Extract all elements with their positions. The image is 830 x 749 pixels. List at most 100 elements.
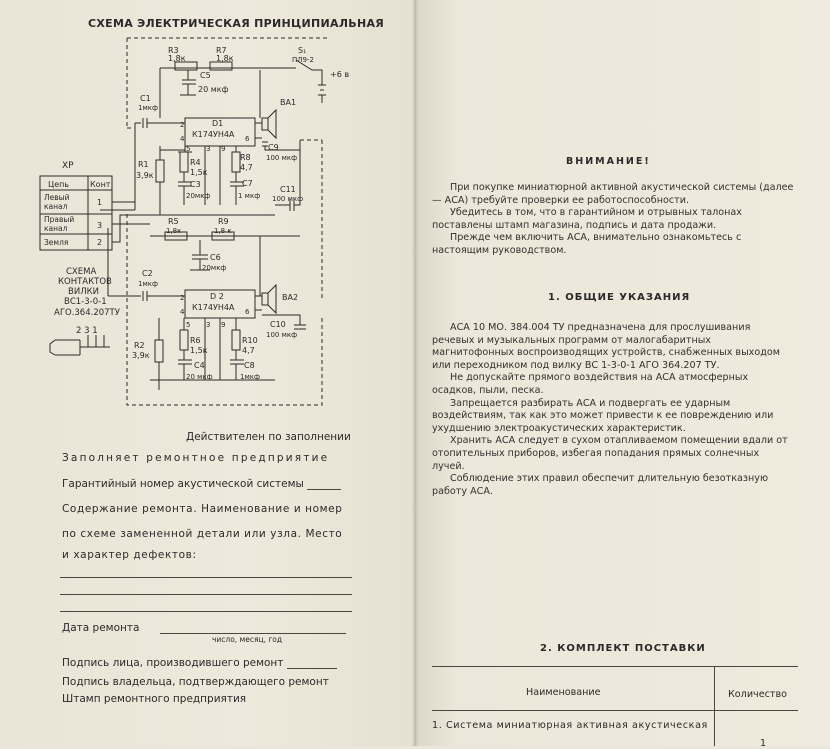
svg-text:1,8 к: 1,8 к — [214, 227, 232, 235]
row1-qty: 1 — [760, 738, 767, 749]
enclosure-top — [126, 37, 330, 129]
svg-text:К174УН4А: К174УН4А — [192, 130, 235, 139]
svg-text:1мкф: 1мкф — [240, 373, 260, 381]
svg-text:C9: C9 — [268, 143, 279, 152]
svg-text:20мкф: 20мкф — [202, 264, 226, 272]
svg-text:Цепь: Цепь — [48, 180, 69, 189]
svg-text:ПЛ9-2: ПЛ9-2 — [292, 56, 314, 64]
repair-date-field[interactable] — [160, 633, 346, 634]
r6-resistor — [179, 329, 189, 351]
guarantee-label: Гарантийный номер акустической системы — [62, 478, 342, 490]
svg-text:C11: C11 — [280, 185, 296, 194]
svg-text:Левый: Левый — [44, 193, 70, 202]
svg-text:C3: C3 — [190, 180, 201, 189]
c2-capacitor — [108, 291, 185, 301]
svg-text:BA1: BA1 — [280, 98, 296, 107]
svg-text:XP: XP — [62, 161, 74, 171]
battery — [318, 84, 326, 96]
svg-text:S₁: S₁ — [298, 46, 306, 55]
svg-text:1 мкф: 1 мкф — [238, 192, 260, 200]
svg-text:20 мкф: 20 мкф — [198, 85, 229, 94]
svg-text:ВС1-3-0-1: ВС1-3-0-1 — [64, 297, 107, 307]
r2-resistor — [154, 339, 164, 363]
defects-line-2[interactable] — [60, 594, 352, 595]
defects-line-1[interactable] — [60, 577, 352, 578]
svg-text:1,5к: 1,5к — [190, 346, 208, 355]
svg-text:АГО.364.207ТУ: АГО.364.207ТУ — [54, 308, 121, 318]
svg-text:R3: R3 — [168, 46, 179, 55]
r8-resistor — [231, 151, 241, 173]
svg-text:СХЕМА: СХЕМА — [66, 267, 96, 277]
svg-text:C5: C5 — [200, 71, 211, 80]
valid-note: Действителен по заполнении — [186, 431, 351, 443]
svg-text:1,8к: 1,8к — [216, 54, 234, 63]
svg-text:3,9к: 3,9к — [136, 171, 154, 180]
svg-text:R7: R7 — [216, 46, 227, 55]
guarantee-field[interactable] — [307, 489, 342, 490]
svg-text:R10: R10 — [242, 336, 258, 345]
svg-text:1,8к: 1,8к — [168, 54, 186, 63]
stamp-label: Штамп ремонтного предприятия — [62, 693, 247, 705]
svg-text:100 мкф: 100 мкф — [266, 331, 297, 339]
section1-p5: Соблюдение этих правил обеспечит длитель… — [432, 473, 769, 497]
r10-resistor — [231, 329, 241, 351]
svg-text:C10: C10 — [270, 320, 286, 329]
svg-text:1,8к: 1,8к — [166, 227, 181, 235]
section1-p2: Не допускайте прямого воздействия на АСА… — [432, 372, 749, 396]
schematic-title: СХЕМА ЭЛЕКТРИЧЕСКАЯ ПРИНЦИПИАЛЬНАЯ — [88, 17, 385, 30]
attention-text: При покупке миниатюрной активной акустич… — [432, 182, 794, 258]
svg-text:C2: C2 — [142, 269, 153, 278]
svg-text:4: 4 — [180, 308, 185, 316]
svg-text:К174УН4А: К174УН4А — [192, 303, 235, 312]
defects-line-3[interactable] — [60, 611, 352, 612]
svg-text:1мкф: 1мкф — [138, 280, 158, 288]
svg-text:C8: C8 — [244, 361, 255, 370]
section1-p4: Хранить АСА следует в сухом отапливаемом… — [432, 435, 788, 472]
scheme-label: по схеме замененной детали или узла. Мес… — [62, 528, 343, 540]
svg-text:2: 2 — [180, 121, 184, 129]
section1-p1: АСА 10 МО. 384.004 ТУ предназначена для … — [432, 322, 780, 371]
svg-text:D 2: D 2 — [210, 292, 224, 301]
svg-text:D1: D1 — [212, 119, 223, 128]
filler-heading: Заполняет ремонтное предприятие — [62, 452, 330, 464]
svg-text:КОНТАКТОВ: КОНТАКТОВ — [58, 277, 112, 287]
svg-text:1,5к: 1,5к — [190, 168, 208, 177]
table-top-rule — [432, 666, 798, 667]
svg-text:R9: R9 — [218, 217, 229, 226]
table-col-divider — [714, 666, 715, 746]
svg-text:5: 5 — [186, 321, 190, 329]
svg-text:C4: C4 — [194, 361, 205, 370]
circuit-diagram: R3 1,8к R7 1,8к S₁ ПЛ9-2 +6 в C5 20 мкф … — [39, 37, 349, 406]
svg-text:R5: R5 — [168, 217, 179, 226]
svg-text:5: 5 — [186, 145, 190, 153]
repair-date-label: Дата ремонта — [62, 622, 140, 634]
svg-text:6: 6 — [245, 308, 250, 316]
svg-text:6: 6 — [245, 135, 250, 143]
svg-text:2: 2 — [97, 238, 102, 247]
svg-text:100 мкф: 100 мкф — [272, 195, 303, 203]
c1-capacitor — [135, 118, 185, 128]
svg-text:2: 2 — [180, 294, 184, 302]
section1-p3: Запрещается разбирать АСА и подвергать е… — [432, 397, 774, 434]
svg-text:канал: канал — [44, 224, 68, 233]
svg-text:4,7: 4,7 — [242, 346, 255, 355]
r1-resistor — [155, 159, 165, 183]
sign-owner: Подпись владельца, подтверждающего ремон… — [62, 676, 329, 688]
svg-text:Правый: Правый — [44, 215, 74, 224]
row1-name: 1. Система миниатюрная активная акустиче… — [432, 720, 708, 731]
svg-text:1: 1 — [97, 198, 102, 207]
svg-text:R6: R6 — [190, 336, 201, 345]
svg-text:BA2: BA2 — [282, 293, 298, 302]
xp-table — [39, 175, 113, 251]
defects-label: и характер дефектов: — [62, 549, 197, 561]
svg-text:20 мкф: 20 мкф — [186, 373, 213, 381]
svg-text:Конт: Конт — [90, 180, 111, 189]
section2-heading: 2. КОМПЛЕКТ ПОСТАВКИ — [540, 643, 706, 654]
sign-repairer: Подпись лица, производившего ремонт — [62, 657, 337, 669]
sign-repairer-field[interactable] — [286, 668, 337, 669]
svg-text:канал: канал — [44, 202, 68, 211]
date-hint: число, месяц, год — [212, 635, 283, 644]
svg-text:R1: R1 — [138, 160, 149, 169]
table-header-rule — [432, 710, 798, 711]
r9-resistor — [211, 231, 235, 241]
